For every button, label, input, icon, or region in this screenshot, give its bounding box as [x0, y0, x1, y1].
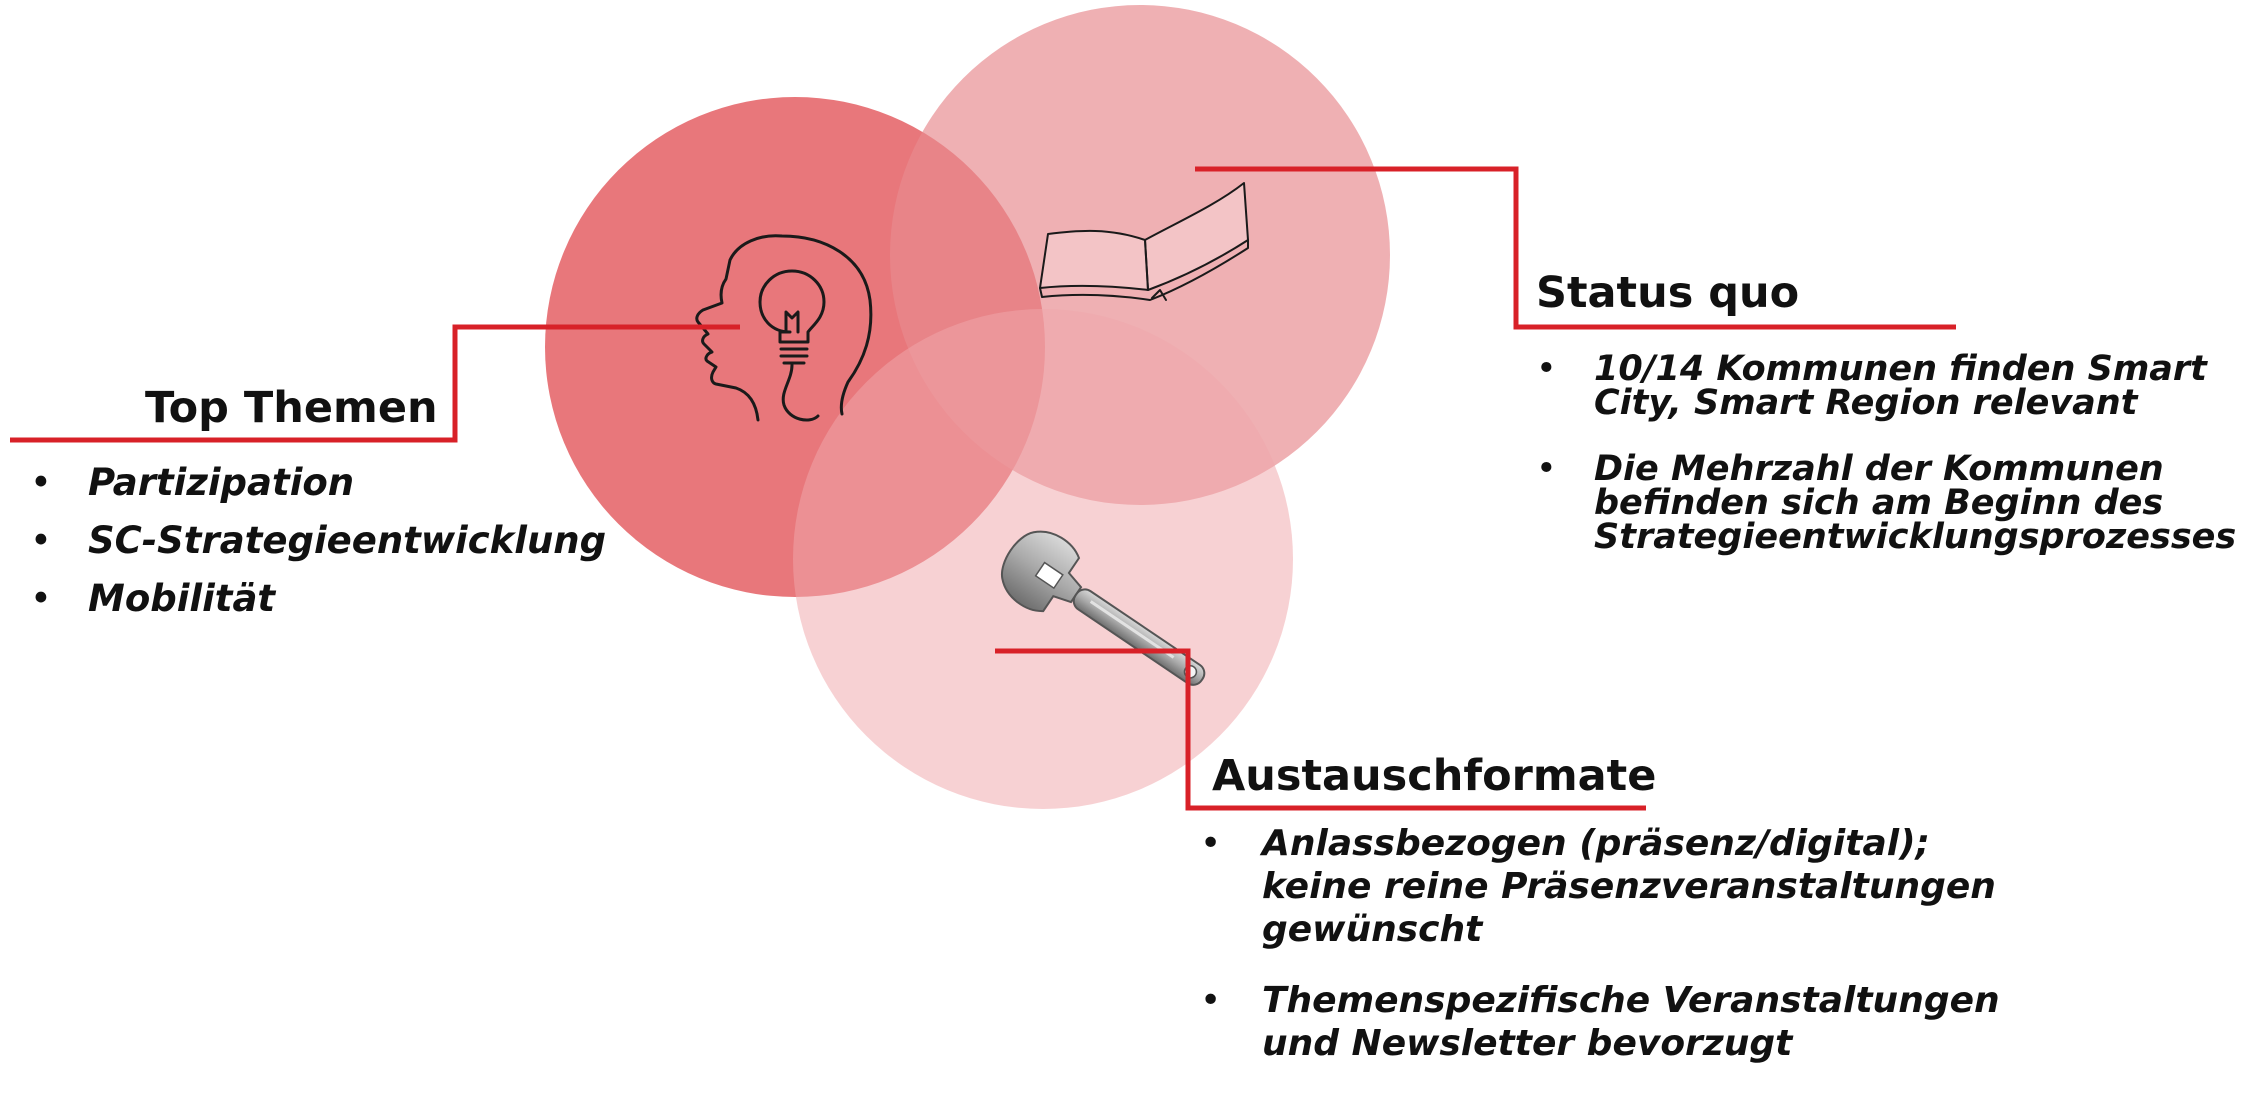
list-item: Mobilität — [30, 580, 606, 617]
status-quo-list: 10/14 Kommunen finden Smart City, Smart … — [1536, 352, 2256, 586]
head-lightbulb-icon — [695, 234, 873, 422]
connector-exchange-formats — [995, 648, 1646, 811]
exchange-formats-list: Anlassbezogen (präsenz/digital); keine r… — [1200, 822, 2040, 1093]
section-title-status-quo: Status quo — [1536, 268, 1800, 318]
section-title-top-themes: Top Themen — [145, 383, 438, 433]
list-item: SC-Strategieentwicklung — [30, 522, 606, 559]
list-item: Themenspezifische Veranstaltungen und Ne… — [1200, 979, 2040, 1065]
wrench-icon — [1001, 530, 1206, 686]
top-themes-list: Partizipation SC-Strategieentwicklung Mo… — [30, 464, 606, 638]
connector-top-themes — [10, 324, 740, 443]
list-item: Anlassbezogen (präsenz/digital); keine r… — [1200, 822, 2040, 951]
open-book-icon — [1039, 182, 1249, 301]
list-item: Die Mehrzahl der Kommunen befinden sich … — [1536, 452, 2256, 555]
section-title-exchange-formats: Austauschformate — [1212, 751, 1657, 801]
list-item: Partizipation — [30, 464, 606, 501]
connector-status-quo — [1195, 166, 1956, 330]
venn-diagram — [10, 5, 1956, 811]
list-item: 10/14 Kommunen finden Smart City, Smart … — [1536, 352, 2256, 421]
